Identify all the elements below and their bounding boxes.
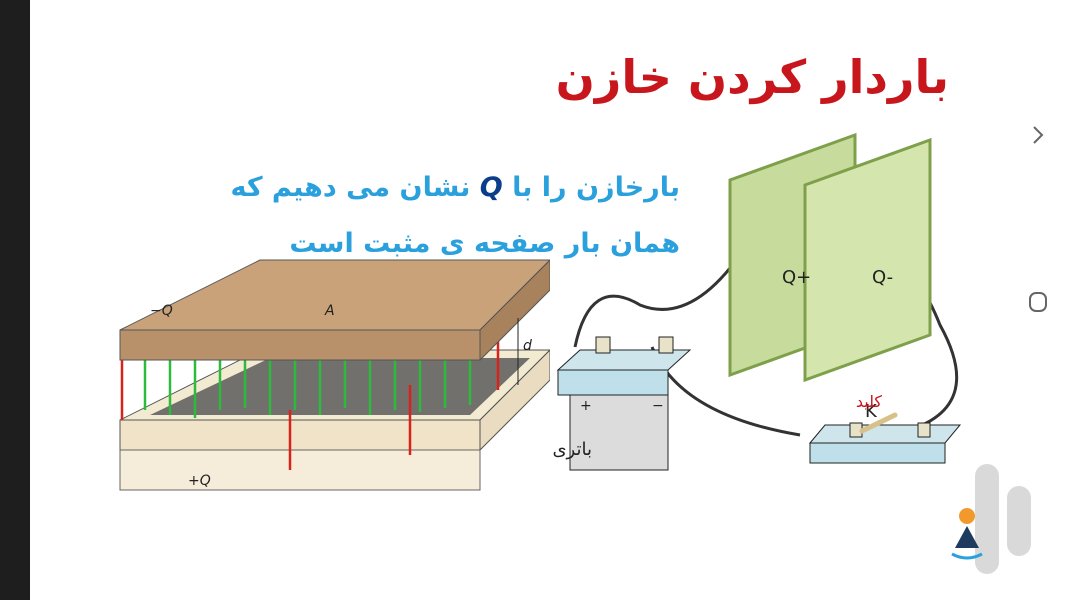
plate-positive-label: Q+ (782, 267, 811, 288)
left-edge-strip (0, 0, 30, 600)
slide-content: باردار کردن خازن بارخازن را با Q نشان می… (30, 0, 1009, 600)
slide-description: بارخازن را با Q نشان می دهیم که همان بار… (200, 160, 680, 272)
bottom-charge-label: +Q (188, 473, 211, 489)
slide-title: باردار کردن خازن (555, 50, 949, 104)
switch-letter: K (865, 401, 878, 422)
battery-minus: − (652, 398, 664, 414)
area-label: A (324, 303, 335, 319)
chevron-right-icon[interactable] (1021, 118, 1055, 152)
desc-text-part2: نشان می دهیم که همان بار صفحه ی مثبت است (230, 172, 680, 259)
rounded-square-icon[interactable] (1021, 285, 1055, 319)
top-charge-label: −Q (150, 303, 173, 319)
app-logo-icon (947, 456, 1047, 590)
battery-plus: + (580, 398, 592, 414)
desc-symbol-q: Q (479, 172, 503, 203)
battery-label: باتری (552, 439, 592, 460)
distance-label: d (523, 338, 532, 354)
capacitor-diagram: −Q +Q A d (119, 259, 550, 491)
desc-text-part1: بارخازن را با (512, 172, 680, 203)
plate-negative-label: Q- (872, 267, 893, 288)
switch-label: کلید (856, 392, 883, 411)
circuit-diagram: Q+ Q- + − باتری K کلید (552, 132, 962, 471)
